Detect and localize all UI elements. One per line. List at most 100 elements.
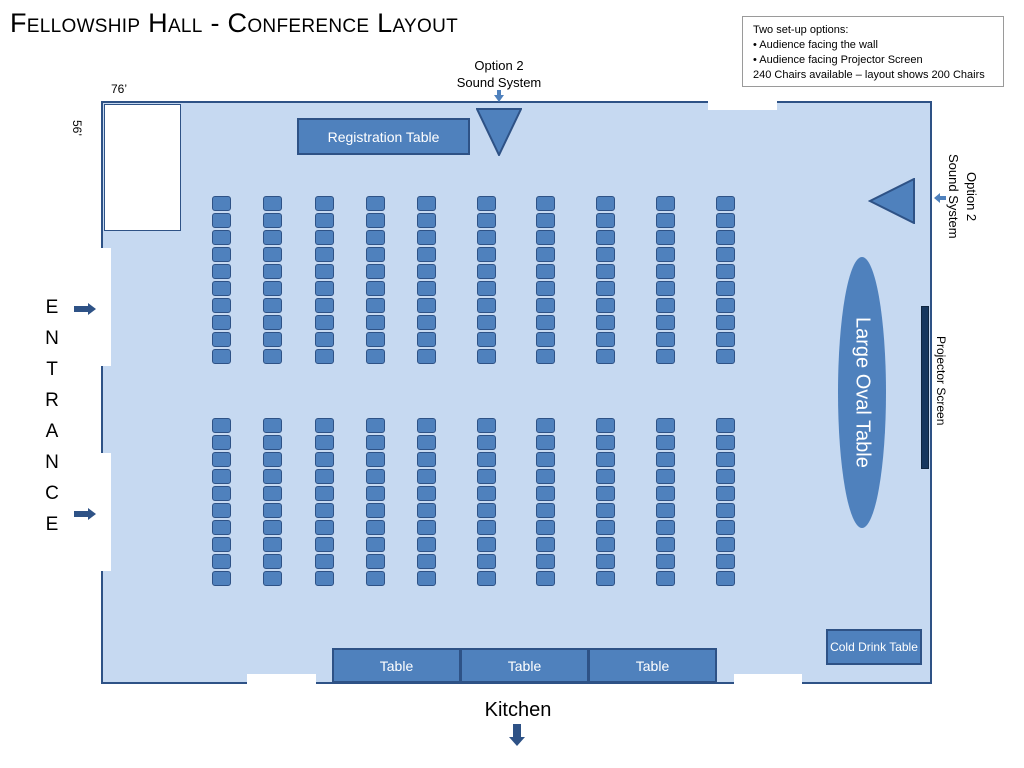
chair xyxy=(596,349,615,364)
chair xyxy=(536,520,555,535)
chair xyxy=(596,452,615,467)
chair xyxy=(263,537,282,552)
chair xyxy=(716,435,735,450)
chair xyxy=(417,520,436,535)
chair xyxy=(656,503,675,518)
chair xyxy=(536,571,555,586)
chair xyxy=(716,554,735,569)
chair xyxy=(536,247,555,262)
arrow-right-icon xyxy=(74,303,96,315)
chair xyxy=(477,418,496,433)
sound-system-name: Sound System xyxy=(946,154,961,239)
chair xyxy=(212,571,231,586)
chair xyxy=(315,230,334,245)
chair xyxy=(536,503,555,518)
chair xyxy=(536,452,555,467)
entrance-letter: T xyxy=(46,359,58,380)
chair xyxy=(366,281,385,296)
chair xyxy=(366,213,385,228)
entrance-letter: E xyxy=(45,514,59,535)
chair xyxy=(263,554,282,569)
oval-table-label: Large Oval Table xyxy=(851,317,874,468)
chair xyxy=(315,315,334,330)
chair xyxy=(716,349,735,364)
chair xyxy=(716,230,735,245)
bottom-table-2: Table xyxy=(460,648,589,683)
chair xyxy=(212,332,231,347)
chair xyxy=(716,247,735,262)
storage-area xyxy=(104,104,181,231)
chair xyxy=(656,332,675,347)
chair xyxy=(536,230,555,245)
chair xyxy=(212,298,231,313)
chair xyxy=(477,298,496,313)
chair xyxy=(366,486,385,501)
chair xyxy=(315,469,334,484)
chair xyxy=(656,486,675,501)
chair xyxy=(716,503,735,518)
chair xyxy=(596,469,615,484)
bottom-table-1: Table xyxy=(332,648,461,683)
chair xyxy=(417,196,436,211)
chair xyxy=(596,196,615,211)
chair xyxy=(366,503,385,518)
notes-line: • Audience facing Projector Screen xyxy=(753,54,923,66)
chair xyxy=(596,213,615,228)
chair xyxy=(417,418,436,433)
chair xyxy=(477,469,496,484)
chair xyxy=(656,230,675,245)
chair xyxy=(477,332,496,347)
arrow-down-icon xyxy=(509,724,525,746)
chair xyxy=(315,486,334,501)
chair xyxy=(477,503,496,518)
entrance-door-lower xyxy=(99,453,111,571)
chair xyxy=(716,213,735,228)
chair xyxy=(263,213,282,228)
top-doorway xyxy=(708,99,777,110)
chair xyxy=(656,571,675,586)
chair xyxy=(315,281,334,296)
speaker-top-icon xyxy=(476,108,522,156)
chair xyxy=(417,264,436,279)
chair xyxy=(596,418,615,433)
chair xyxy=(366,264,385,279)
entrance-letter: N xyxy=(45,452,59,473)
chair xyxy=(477,349,496,364)
chair xyxy=(536,298,555,313)
chair xyxy=(596,537,615,552)
chair xyxy=(417,349,436,364)
setup-notes: Two set-up options: • Audience facing th… xyxy=(742,16,1004,87)
chair xyxy=(596,571,615,586)
chair xyxy=(212,537,231,552)
chair xyxy=(263,486,282,501)
chair xyxy=(315,247,334,262)
chair xyxy=(656,554,675,569)
chair xyxy=(656,298,675,313)
chair xyxy=(536,332,555,347)
chair xyxy=(596,435,615,450)
chair xyxy=(477,435,496,450)
chair xyxy=(536,537,555,552)
chair xyxy=(263,469,282,484)
hall-floor xyxy=(101,101,932,684)
chair xyxy=(716,281,735,296)
chair xyxy=(477,537,496,552)
chair xyxy=(315,196,334,211)
entrance-letter: E xyxy=(45,297,59,318)
chair xyxy=(263,332,282,347)
arrow-down-icon xyxy=(494,90,504,102)
chair xyxy=(212,469,231,484)
entrance-letter: N xyxy=(45,328,59,349)
chair xyxy=(315,452,334,467)
chair xyxy=(212,486,231,501)
chair xyxy=(536,435,555,450)
chair xyxy=(716,486,735,501)
chair xyxy=(366,469,385,484)
chair xyxy=(315,349,334,364)
chair xyxy=(656,418,675,433)
chair xyxy=(716,264,735,279)
sound-system-option: Option 2 xyxy=(474,58,524,73)
chair xyxy=(536,196,555,211)
chair xyxy=(716,196,735,211)
